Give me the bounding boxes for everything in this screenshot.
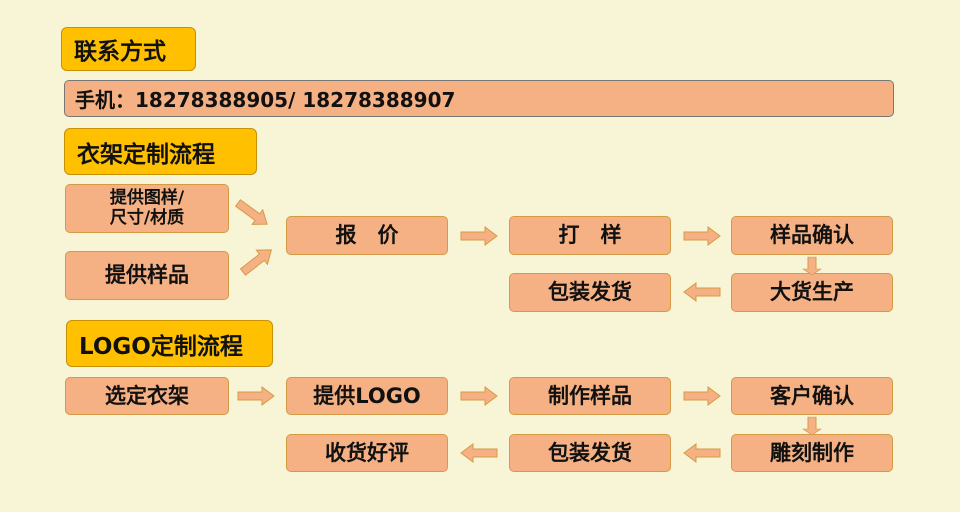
arrow-proof-to-confirm	[683, 226, 721, 246]
step-engrave: 雕刻制作	[731, 434, 893, 472]
step-select-hanger: 选定衣架	[65, 377, 229, 415]
step-proof: 打 样	[509, 216, 671, 255]
step-provide-logo: 提供LOGO	[286, 377, 448, 415]
arrow-production-to-pack	[683, 282, 721, 302]
step-pack-ship-1: 包装发货	[509, 273, 671, 312]
arrow-confirm-to-production	[802, 256, 822, 276]
step-sample-confirm: 样品确认	[731, 216, 893, 255]
arrow-sample-to-confirm	[683, 386, 721, 406]
arrow-sample-to-quote	[236, 242, 278, 280]
hanger-flow-heading: 衣架定制流程	[64, 128, 257, 175]
arrow-logo-to-sample	[460, 386, 498, 406]
arrow-engrave-to-pack	[683, 443, 721, 463]
step-quote: 报 价	[286, 216, 448, 255]
step-pack-ship-2: 包装发货	[509, 434, 671, 472]
step-provide-drawing: 提供图样/ 尺寸/材质	[65, 184, 229, 233]
contact-heading: 联系方式	[61, 27, 196, 71]
arrow-drawing-to-quote	[232, 195, 273, 232]
arrow-pack-to-review	[460, 443, 498, 463]
phone-bar: 手机：18278388905/ 18278388907	[64, 80, 894, 117]
step-mass-production: 大货生产	[731, 273, 893, 312]
step-provide-sample: 提供样品	[65, 251, 229, 300]
arrow-quote-to-proof	[460, 226, 498, 246]
arrow-confirm-to-engrave	[802, 416, 822, 436]
logo-flow-heading: LOGO定制流程	[66, 320, 273, 367]
arrow-select-to-logo	[237, 386, 275, 406]
step-customer-confirm: 客户确认	[731, 377, 893, 415]
step-make-sample: 制作样品	[509, 377, 671, 415]
step-receive-review: 收货好评	[286, 434, 448, 472]
